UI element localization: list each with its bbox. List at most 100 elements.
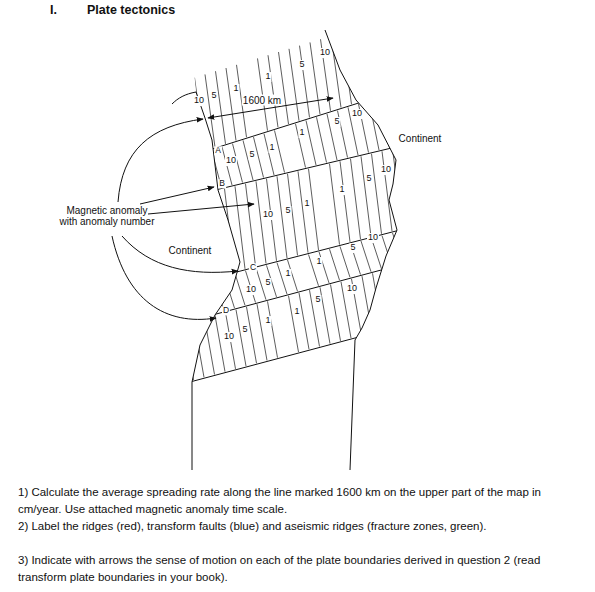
anomaly-stripe [352, 30, 362, 101]
anomaly-number: 5 [284, 206, 291, 216]
anomaly-stripe [184, 324, 194, 380]
anomaly-stripe [243, 140, 253, 180]
anomaly-number: 5 [349, 243, 356, 253]
anomaly-stripe [142, 94, 152, 167]
anomaly-stripe [159, 167, 169, 200]
anomaly-stripe [121, 341, 131, 397]
anomaly-number: 5 [298, 60, 305, 70]
question-text: 3) Indicate with arrows the sense of mot… [18, 552, 578, 586]
anomaly-stripe [173, 327, 183, 383]
anomaly-stripe [342, 33, 352, 104]
anomaly-stripe [268, 55, 278, 127]
anomaly-stripe [152, 332, 162, 388]
anomaly-stripe [100, 106, 110, 180]
anomaly-stripe [306, 121, 316, 165]
anomaly-stripe [424, 225, 434, 255]
anomaly-stripe [432, 81, 442, 135]
anomaly-stripe [111, 103, 121, 177]
anomaly-stripe [331, 285, 341, 341]
question-text: 2) Label the ridges (red), transform fau… [18, 518, 578, 535]
anomaly-stripe [331, 36, 341, 108]
anomaly-number: 10 [346, 284, 358, 294]
anomaly-stripe [424, 141, 434, 220]
anomaly-stripe [351, 159, 361, 239]
anomaly-number: 1 [264, 72, 271, 82]
point-letter: B [218, 179, 226, 188]
anomaly-stripe [277, 176, 287, 258]
anomaly-stripe [257, 304, 267, 360]
leader-line [122, 236, 238, 272]
anomaly-stripe [247, 307, 257, 363]
anomaly-number: 5 [248, 150, 255, 160]
anomaly-stripe [226, 68, 236, 141]
heading: Plate tectonics [87, 4, 175, 18]
anomaly-number: 1 [268, 143, 275, 153]
anomaly-stripe [132, 97, 142, 170]
anomaly-stripe [445, 219, 455, 249]
anomaly-number: 1 [303, 199, 310, 209]
anomaly-number: 10 [367, 233, 379, 243]
anomaly-stripe [456, 217, 466, 247]
anomaly-stripe [317, 117, 327, 162]
leader-line [118, 119, 203, 202]
anomaly-stripe [172, 201, 182, 285]
anomaly-stripe [445, 136, 455, 215]
dimension-label: 1600 km [242, 95, 282, 106]
anomaly-stripe [422, 84, 432, 137]
anomaly-stripe [384, 20, 394, 91]
anomaly-stripe [174, 84, 184, 157]
anomaly-stripe [363, 26, 373, 97]
anomaly-stripe [149, 170, 159, 202]
anomaly-stripe [110, 343, 120, 399]
anomaly-stripe [180, 160, 190, 195]
anomaly-number: 10 [225, 156, 237, 166]
anomaly-stripe [382, 151, 392, 231]
anomaly-number: 1 [315, 257, 322, 267]
anomaly-stripe [289, 296, 299, 352]
anomaly-stripe [204, 282, 214, 314]
anomaly-stripe [128, 177, 138, 208]
anomaly-stripe [403, 230, 413, 260]
anomaly-number: 1 [338, 185, 345, 195]
anomaly-stripe [435, 139, 445, 218]
leader-line [148, 204, 254, 214]
anomaly-stripe [79, 113, 89, 187]
anomaly-stripe [296, 124, 306, 168]
anomaly-stripe [131, 338, 141, 394]
anomaly-stripe [235, 273, 245, 305]
anomaly-stripe [204, 194, 214, 277]
anomaly-stripe [453, 74, 463, 130]
anomaly-number: 5 [210, 91, 217, 101]
anomaly-stripe [330, 164, 340, 245]
anomaly-stripe [121, 100, 131, 174]
anomaly-stripe [373, 23, 383, 94]
anomaly-stripe [246, 184, 256, 266]
anomaly-stripe [299, 293, 309, 349]
anomaly-stripe [279, 52, 289, 124]
anomaly-stripe [380, 97, 390, 147]
anomaly-stripe [225, 189, 235, 272]
anomaly-stripe [383, 271, 393, 327]
anomaly-stripe [394, 17, 404, 88]
anomaly-number: 1 [264, 316, 271, 326]
anomaly-number: 1 [293, 307, 300, 317]
anomaly-stripe [309, 169, 319, 250]
anomaly-stripe [236, 310, 246, 366]
anomaly-number: 10 [380, 165, 392, 175]
anomaly-number: 1 [232, 84, 239, 94]
anomaly-number: 10 [245, 285, 257, 295]
anomaly-number: 10 [319, 48, 331, 58]
section-number: I. [50, 4, 57, 18]
callout-text: Magnetic anomaly with anomaly number [58, 205, 156, 227]
anomaly-stripe [215, 315, 225, 371]
anomaly-number: 5 [314, 295, 321, 305]
right-continent-edge [325, 30, 397, 470]
anomaly-number: 10 [223, 332, 235, 342]
anomaly-stripe [205, 74, 215, 147]
anomaly-stripe [300, 46, 310, 118]
region-label: Continent [168, 245, 213, 256]
leader-line [140, 187, 214, 204]
anomaly-number: 1 [298, 128, 305, 138]
anomaly-number: 10 [351, 109, 363, 119]
anomaly-number: 5 [365, 174, 372, 184]
